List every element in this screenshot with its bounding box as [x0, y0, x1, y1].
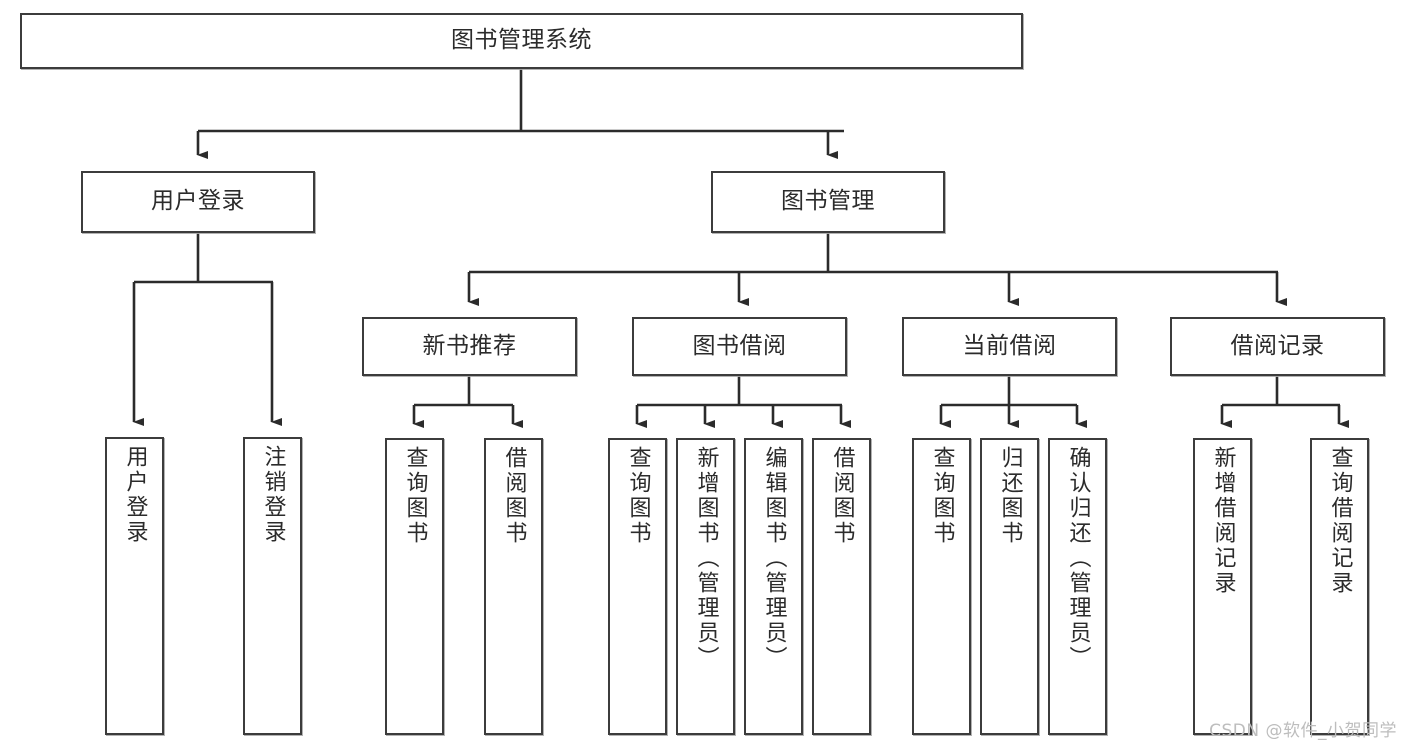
- node-label: 用户登录: [151, 188, 245, 215]
- node-label: 新书推荐: [422, 332, 517, 359]
- node-label: 新增图书（管理员）: [693, 446, 719, 671]
- leaf-borrow-book[interactable]: 借阅图书: [812, 438, 871, 735]
- csdn-watermark: CSDN @软件_小贺同学: [1209, 721, 1397, 741]
- node-label: 确认归还（管理员）: [1065, 446, 1091, 671]
- node-label: 借阅图书: [501, 446, 527, 546]
- node-current-borrow[interactable]: 当前借阅: [902, 317, 1117, 376]
- node-label: 借阅图书: [829, 446, 855, 546]
- node-label: 新增借阅记录: [1210, 446, 1236, 596]
- node-label: 借阅记录: [1230, 332, 1325, 359]
- leaf-confirm-return-admin[interactable]: 确认归还（管理员）: [1048, 438, 1107, 735]
- leaf-logout-login[interactable]: 注销登录: [243, 437, 302, 735]
- node-label: 查询借阅记录: [1327, 446, 1353, 596]
- node-borrow-record[interactable]: 借阅记录: [1170, 317, 1385, 376]
- leaf-add-borrow-record[interactable]: 新增借阅记录: [1193, 438, 1252, 735]
- leaf-edit-book-admin[interactable]: 编辑图书（管理员）: [744, 438, 803, 735]
- node-label: 编辑图书（管理员）: [761, 446, 787, 671]
- node-label: 查询图书: [625, 446, 651, 546]
- leaf-query-book-recommend[interactable]: 查询图书: [385, 438, 444, 735]
- node-root-system[interactable]: 图书管理系统: [20, 13, 1023, 69]
- node-book-management[interactable]: 图书管理: [711, 171, 945, 233]
- node-label: 图书管理系统: [451, 27, 592, 54]
- node-label: 图书借阅: [692, 332, 787, 359]
- node-label: 查询图书: [929, 446, 955, 546]
- node-label: 注销登录: [260, 445, 286, 545]
- leaf-return-book[interactable]: 归还图书: [980, 438, 1039, 735]
- node-label: 查询图书: [402, 446, 428, 546]
- leaf-query-book-current[interactable]: 查询图书: [912, 438, 971, 735]
- node-label: 图书管理: [781, 188, 875, 215]
- leaf-borrow-book-recommend[interactable]: 借阅图书: [484, 438, 543, 735]
- node-user-login[interactable]: 用户登录: [81, 171, 315, 233]
- leaf-user-login[interactable]: 用户登录: [105, 437, 164, 735]
- leaf-query-book-borrow[interactable]: 查询图书: [608, 438, 667, 735]
- node-book-borrow[interactable]: 图书借阅: [632, 317, 847, 376]
- leaf-add-book-admin[interactable]: 新增图书（管理员）: [676, 438, 735, 735]
- leaf-query-borrow-record[interactable]: 查询借阅记录: [1310, 438, 1369, 735]
- node-label: 归还图书: [997, 446, 1023, 546]
- node-label: 用户登录: [122, 445, 148, 545]
- node-new-book-recommend[interactable]: 新书推荐: [362, 317, 577, 376]
- node-label: 当前借阅: [962, 332, 1057, 359]
